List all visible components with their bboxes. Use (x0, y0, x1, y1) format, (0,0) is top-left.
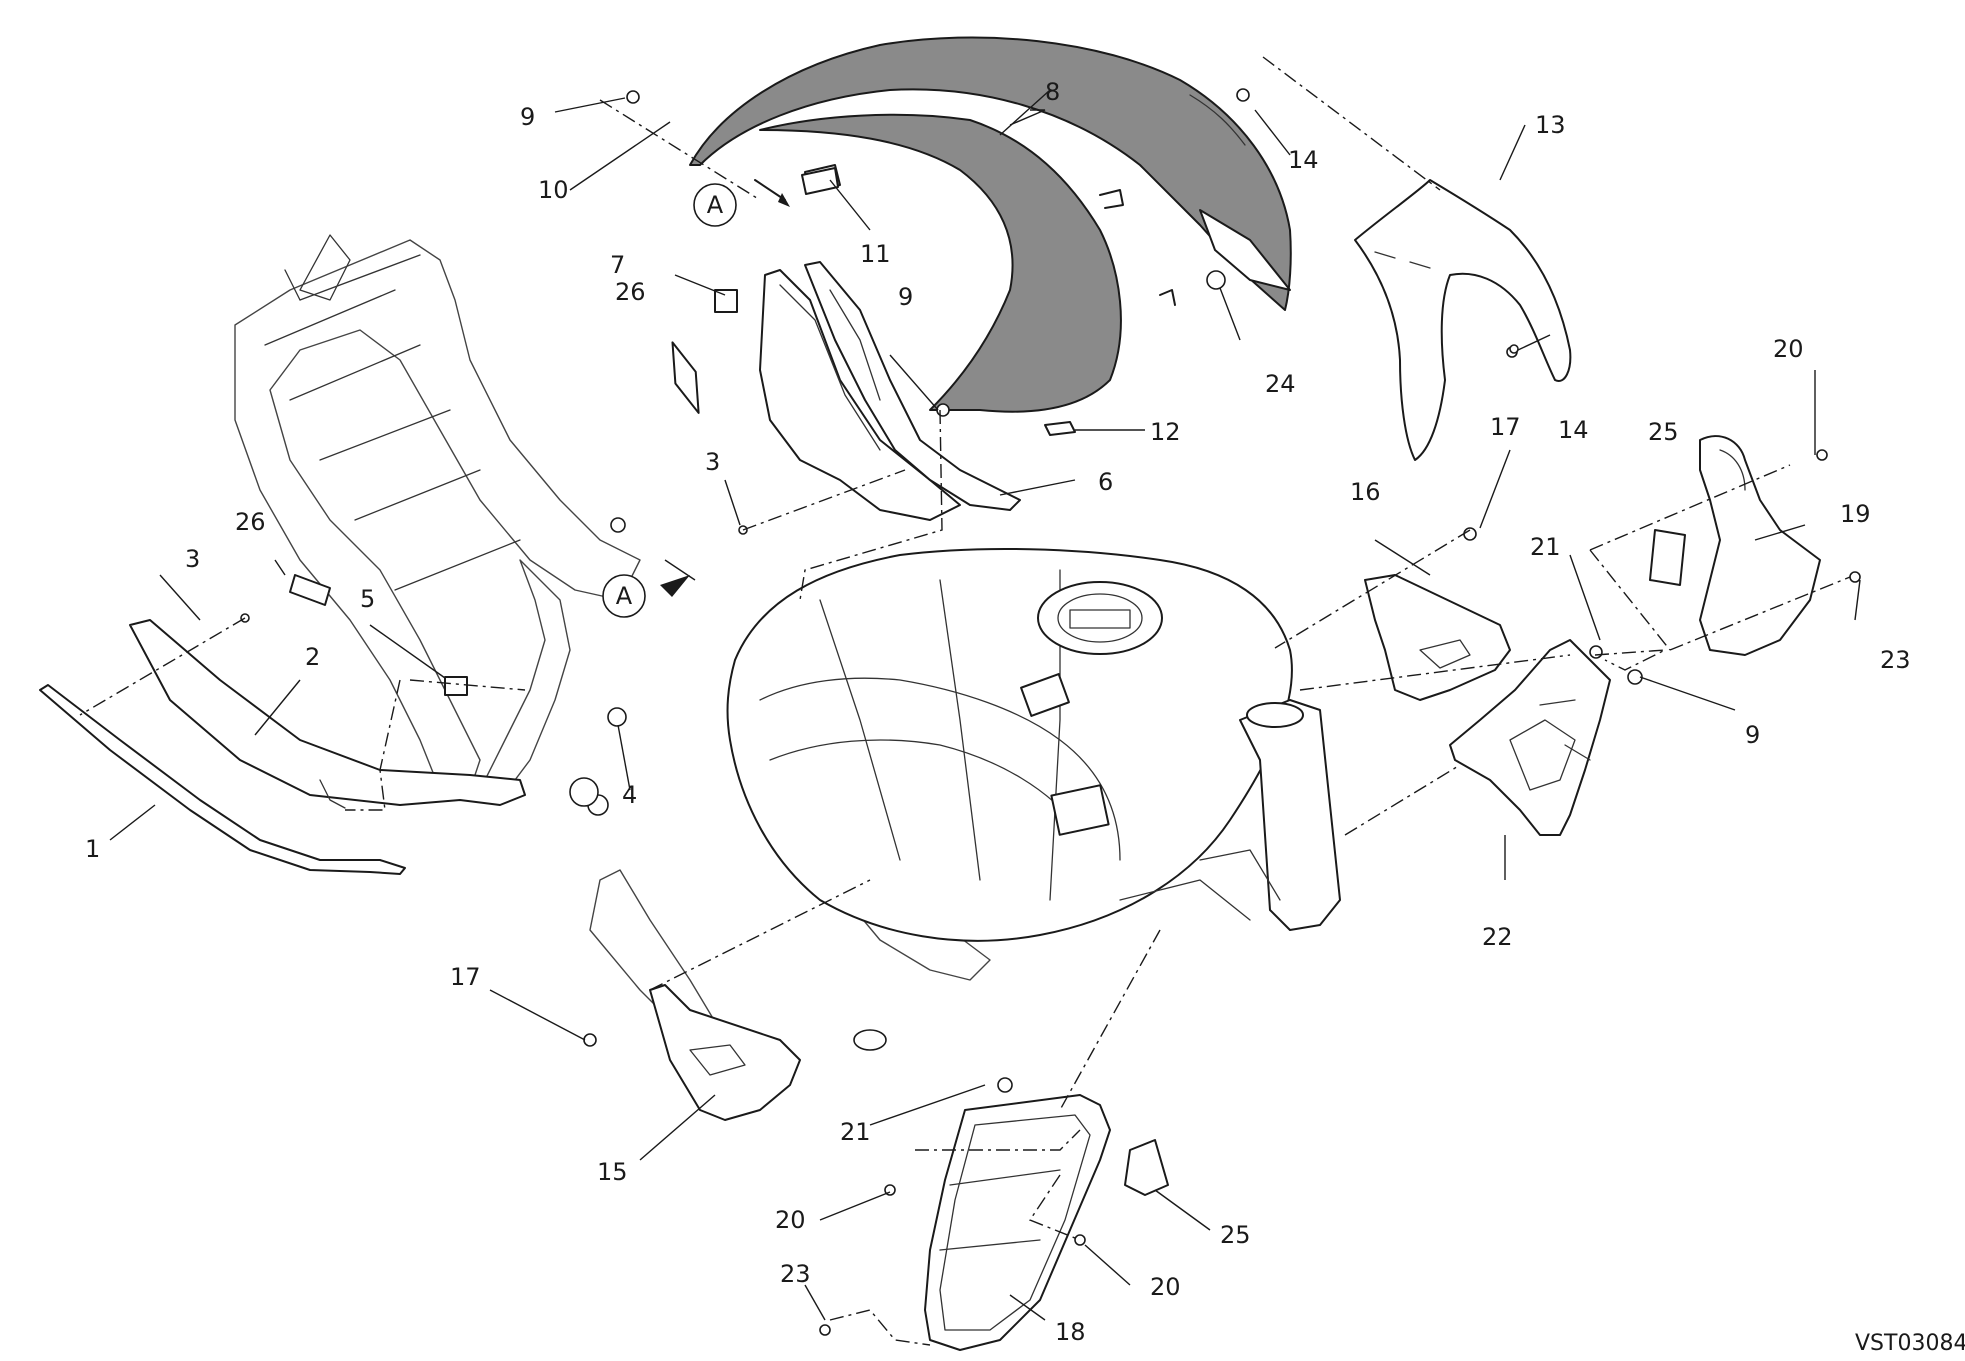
part-16-bracket (1364, 574, 1511, 701)
callout-26-left: 26 (235, 508, 266, 536)
callout-22: 22 (1482, 923, 1513, 951)
part-25-label-b (1124, 1139, 1169, 1196)
callout-5: 5 (360, 585, 375, 613)
callout-24: 24 (1265, 370, 1296, 398)
part-13-side-panel (1354, 179, 1572, 461)
callout-1: 1 (85, 835, 100, 863)
callout-20-right: 20 (1773, 335, 1804, 363)
callout-21-bottom: 21 (840, 1118, 871, 1146)
callout-17-left: 17 (450, 963, 481, 991)
callout-9-right: 9 (1745, 721, 1760, 749)
part-4-grommet (607, 707, 627, 727)
part-26-label-a (671, 341, 700, 414)
callout-13: 13 (1535, 111, 1566, 139)
reference-marker-a-top: A (693, 179, 790, 227)
part-11-pad (801, 167, 839, 195)
part-18-side-cover (924, 1094, 1111, 1351)
callout-9-top: 9 (520, 103, 535, 131)
part-6-rail (804, 261, 1021, 511)
callout-16: 16 (1350, 478, 1381, 506)
part-15-bracket (649, 984, 801, 1121)
part-2-upper-rail (129, 619, 526, 809)
callout-20-bottom: 20 (1150, 1273, 1181, 1301)
callout-10: 10 (538, 176, 569, 204)
callout-8: 8 (1045, 78, 1060, 106)
callout-9-middle: 9 (898, 283, 913, 311)
fuel-tank (726, 547, 1341, 942)
callout-23-right: 23 (1880, 646, 1911, 674)
svg-text:A: A (616, 582, 633, 610)
svg-text:A: A (707, 191, 724, 219)
callout-18: 18 (1055, 1318, 1086, 1346)
part-7-inner-panel (714, 269, 961, 521)
callout-21-right: 21 (1530, 533, 1561, 561)
assembly-lines (79, 56, 1851, 1346)
part-1-lower-rail (39, 684, 406, 875)
drawing-code: VST03084 (1855, 1331, 1965, 1356)
callout-11: 11 (860, 240, 891, 268)
part-19-side-cover (1699, 435, 1821, 656)
callout-26-top: 26 (615, 278, 646, 306)
part-22-mount (1449, 639, 1611, 836)
callout-3-middle: 3 (705, 448, 720, 476)
callout-14-top: 14 (1288, 146, 1319, 174)
leader-lines (109, 89, 1861, 1321)
part-25-label-a (1649, 529, 1686, 586)
callout-12: 12 (1150, 418, 1181, 446)
callout-4: 4 (622, 781, 637, 809)
callout-20-left: 20 (775, 1206, 806, 1234)
callout-19: 19 (1840, 500, 1871, 528)
callout-25-bottom: 25 (1220, 1221, 1251, 1249)
callout-14-right: 14 (1558, 416, 1589, 444)
callout-15: 15 (597, 1158, 628, 1186)
callout-23-left: 23 (780, 1260, 811, 1288)
part-24-grommet (1206, 270, 1226, 290)
callout-17-right: 17 (1490, 413, 1521, 441)
callout-3-left: 3 (185, 545, 200, 573)
part-12-pad (1044, 421, 1076, 436)
callout-2: 2 (305, 643, 320, 671)
callout-7: 7 (610, 251, 625, 279)
reference-marker-a-middle: A (602, 574, 690, 618)
callout-6: 6 (1098, 468, 1113, 496)
part-26-label-b (289, 574, 331, 606)
part-5-clip (444, 676, 468, 696)
callout-labels: 1 2 3 3 4 5 6 7 8 9 9 9 10 11 12 13 14 1… (85, 78, 1911, 1346)
callout-25-right: 25 (1648, 418, 1679, 446)
